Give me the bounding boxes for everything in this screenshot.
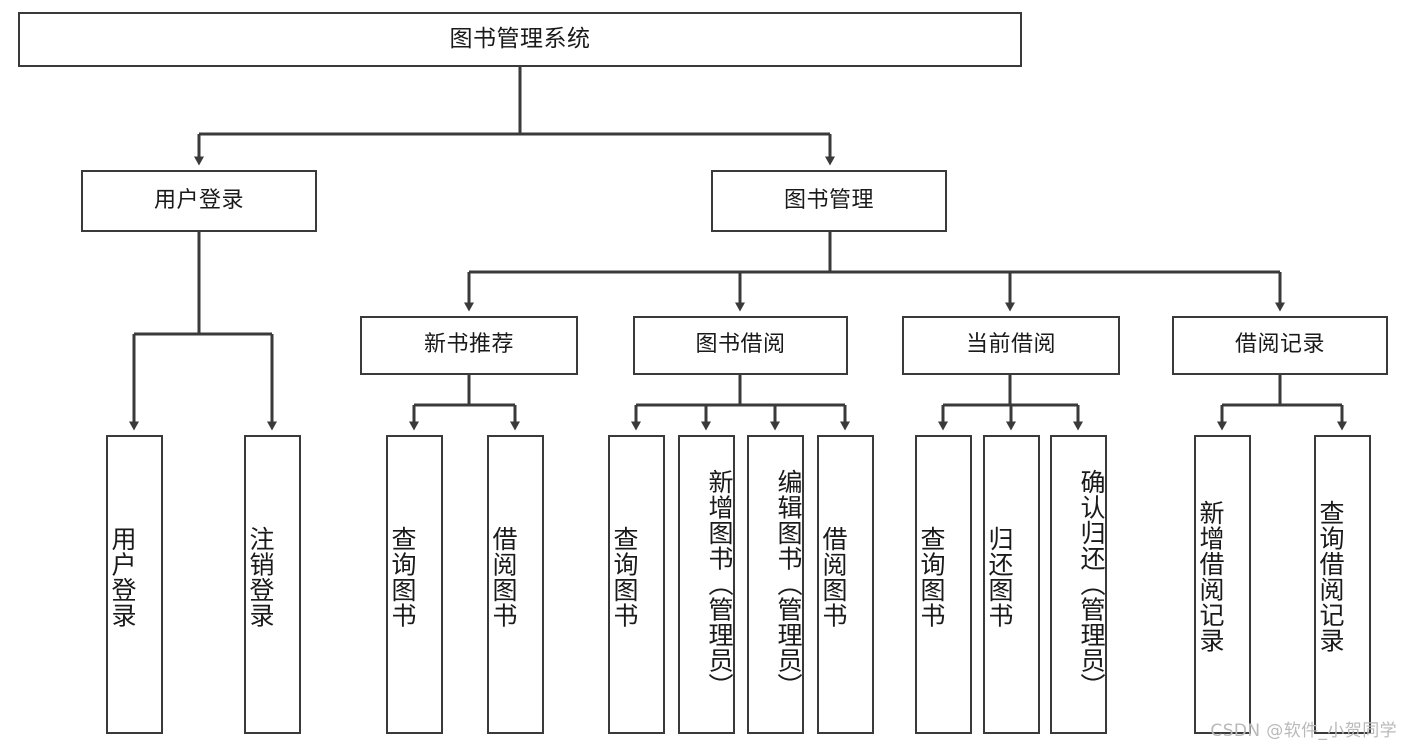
node-label: 用户登录: [153, 187, 244, 213]
node-label: 借阅记录: [1234, 332, 1325, 358]
node-book-manage[interactable]: 图书管理: [711, 170, 947, 232]
node-leaf-return-book[interactable]: 归还图书: [983, 435, 1040, 734]
node-label: 查询图书: [610, 525, 639, 628]
node-label: 查询图书: [917, 525, 946, 628]
node-leaf-logout-login[interactable]: 注销登录: [244, 435, 301, 734]
node-label: 归还图书: [985, 525, 1014, 628]
node-leaf-edit-book-admin[interactable]: 编辑图书（管理员）: [747, 435, 804, 734]
node-label: 确认归还（管理员）: [1077, 468, 1106, 699]
node-label: 编辑图书（管理员）: [774, 468, 803, 699]
watermark-text: CSDN @软件_小贺同学: [1210, 721, 1397, 741]
node-leaf-query-book-2[interactable]: 查询图书: [608, 435, 665, 734]
node-leaf-confirm-return-admin[interactable]: 确认归还（管理员）: [1050, 435, 1107, 734]
node-leaf-add-book-admin[interactable]: 新增图书（管理员）: [678, 435, 735, 734]
node-leaf-borrow-book-1[interactable]: 借阅图书: [487, 435, 544, 734]
node-book-borrow[interactable]: 图书借阅: [633, 316, 848, 375]
node-label: 新书推荐: [423, 332, 514, 358]
node-user-login[interactable]: 用户登录: [81, 170, 317, 232]
node-leaf-borrow-book-2[interactable]: 借阅图书: [817, 435, 874, 734]
node-current-borrow[interactable]: 当前借阅: [902, 316, 1120, 375]
node-label: 新增图书（管理员）: [705, 468, 734, 699]
node-label: 查询借阅记录: [1316, 500, 1345, 653]
node-label: 当前借阅: [965, 332, 1056, 358]
node-label: 图书管理系统: [449, 25, 591, 52]
node-new-book-recommend[interactable]: 新书推荐: [360, 316, 578, 375]
node-label: 查询图书: [388, 525, 417, 628]
node-leaf-query-book-1[interactable]: 查询图书: [386, 435, 443, 734]
node-leaf-add-borrow-record[interactable]: 新增借阅记录: [1194, 435, 1251, 734]
node-borrow-record[interactable]: 借阅记录: [1172, 316, 1388, 375]
node-leaf-user-login[interactable]: 用户登录: [106, 435, 163, 734]
node-label: 图书管理: [783, 187, 874, 213]
node-leaf-query-book-3[interactable]: 查询图书: [915, 435, 972, 734]
node-label: 用户登录: [108, 525, 137, 628]
node-label: 注销登录: [246, 525, 275, 628]
node-leaf-query-borrow-record[interactable]: 查询借阅记录: [1314, 435, 1371, 734]
node-label: 借阅图书: [819, 525, 848, 628]
node-label: 借阅图书: [489, 525, 518, 628]
node-label: 新增借阅记录: [1196, 500, 1225, 653]
node-label: 图书借阅: [695, 332, 786, 358]
node-root-system[interactable]: 图书管理系统: [18, 12, 1022, 67]
